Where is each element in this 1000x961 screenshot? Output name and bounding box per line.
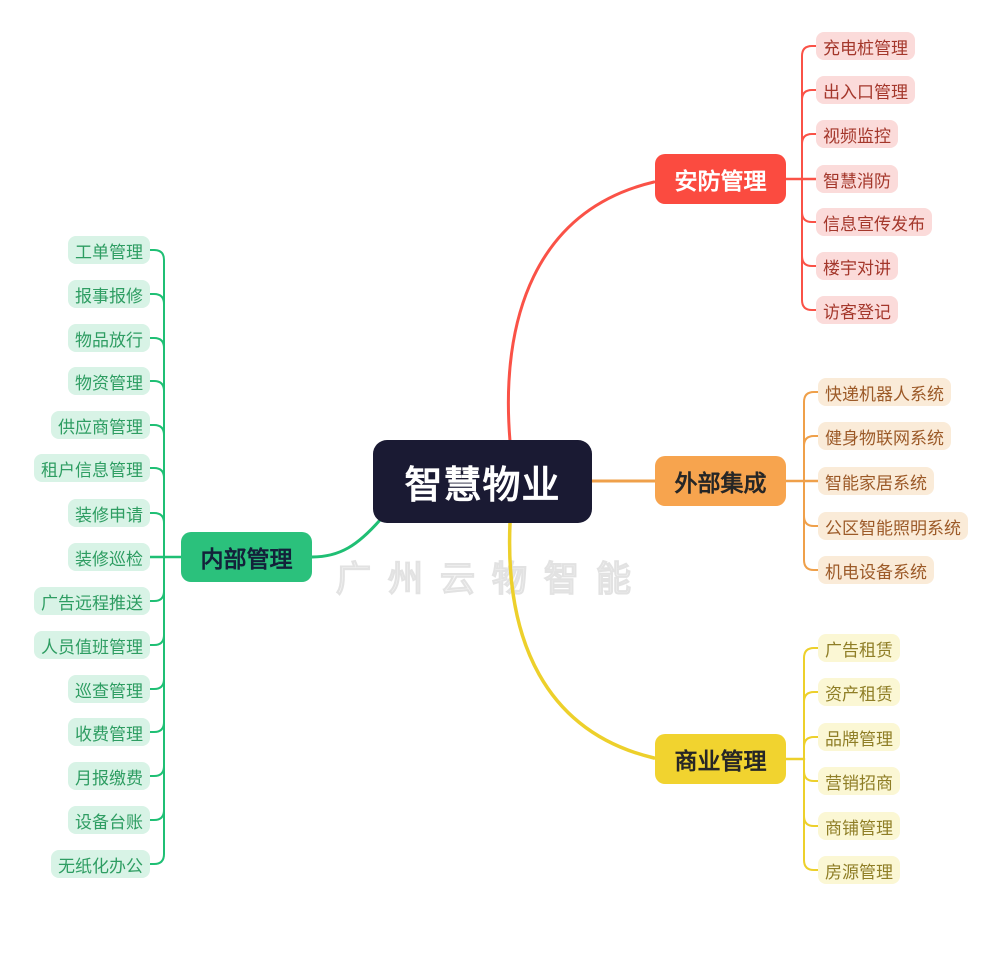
security-child-building-intercom[interactable]: 楼宇对讲 (816, 252, 898, 280)
internal-hook-line (149, 809, 165, 821)
internal-child-goods-release[interactable]: 物品放行 (68, 324, 150, 352)
business-hook-line (803, 736, 819, 748)
business-child-housing-management[interactable]: 房源管理 (818, 856, 900, 884)
external-child-delivery-robot-system[interactable]: 快递机器人系统 (818, 378, 951, 406)
internal-trunk-line (149, 249, 165, 865)
internal-hook-line (149, 424, 165, 436)
branch-node-internal[interactable]: 内部管理 (181, 532, 312, 582)
security-trunk-line (801, 45, 817, 311)
branch-node-security[interactable]: 安防管理 (655, 154, 786, 204)
center-to-security-line (506, 180, 656, 443)
internal-hook-line (149, 380, 165, 392)
external-hook-line (803, 435, 819, 447)
internal-child-supplier-management[interactable]: 供应商管理 (51, 411, 150, 439)
internal-hook-line (149, 678, 165, 690)
center-to-internal-line (310, 518, 382, 559)
security-hook-line (801, 255, 817, 267)
internal-hook-line (149, 337, 165, 349)
internal-child-renovation-inspection[interactable]: 装修巡检 (68, 543, 150, 571)
business-child-ad-leasing[interactable]: 广告租赁 (818, 634, 900, 662)
internal-child-work-order-management[interactable]: 工单管理 (68, 236, 150, 264)
external-child-fitness-iot-system[interactable]: 健身物联网系统 (818, 422, 951, 450)
business-child-brand-management[interactable]: 品牌管理 (818, 723, 900, 751)
internal-branch-lines (148, 249, 382, 865)
internal-hook-line (149, 512, 165, 524)
external-hook-line (803, 515, 819, 527)
internal-child-materials-management[interactable]: 物资管理 (68, 367, 150, 395)
branch-node-business[interactable]: 商业管理 (655, 734, 786, 784)
security-child-visitor-registration[interactable]: 访客登记 (816, 296, 898, 324)
external-trunk-line (803, 391, 819, 571)
security-hook-line (801, 133, 817, 145)
business-hook-line (803, 770, 819, 782)
internal-child-paperless-office[interactable]: 无纸化办公 (51, 850, 150, 878)
security-hook-line (801, 211, 817, 223)
internal-child-staff-duty-management[interactable]: 人员值班管理 (34, 631, 150, 659)
branch-node-external-integration[interactable]: 外部集成 (655, 456, 786, 506)
external-child-smart-home-system[interactable]: 智能家居系统 (818, 467, 934, 495)
external-child-public-area-lighting-system[interactable]: 公区智能照明系统 (818, 512, 968, 540)
business-child-marketing-investment[interactable]: 营销招商 (818, 767, 900, 795)
internal-hook-line (149, 590, 165, 602)
business-trunk-line (803, 647, 819, 871)
center-to-business-line (507, 521, 656, 760)
external-branch-lines (590, 391, 820, 571)
security-branch-lines (506, 45, 818, 443)
internal-child-monthly-billing[interactable]: 月报缴费 (68, 762, 150, 790)
internal-hook-line (149, 765, 165, 777)
internal-child-equipment-ledger[interactable]: 设备台账 (68, 806, 150, 834)
internal-hook-line (149, 293, 165, 305)
security-child-charging-pile-management[interactable]: 充电桩管理 (816, 32, 915, 60)
internal-child-patrol-management[interactable]: 巡查管理 (68, 675, 150, 703)
external-child-mechanical-equipment-system[interactable]: 机电设备系统 (818, 556, 934, 584)
business-branch-lines (507, 521, 819, 871)
watermark-text: 广州云物智能 (335, 560, 649, 600)
security-child-info-publishing[interactable]: 信息宣传发布 (816, 208, 932, 236)
central-topic-node[interactable]: 智慧物业 (373, 440, 592, 523)
business-child-shop-management[interactable]: 商铺管理 (818, 812, 900, 840)
internal-child-fee-management[interactable]: 收费管理 (68, 718, 150, 746)
internal-hook-line (149, 634, 165, 646)
security-child-entrance-exit-management[interactable]: 出入口管理 (816, 76, 915, 104)
internal-child-ad-remote-push[interactable]: 广告远程推送 (34, 587, 150, 615)
internal-child-renovation-application[interactable]: 装修申请 (68, 499, 150, 527)
internal-child-repair-report[interactable]: 报事报修 (68, 280, 150, 308)
business-hook-line (803, 691, 819, 703)
security-child-video-surveillance[interactable]: 视频监控 (816, 120, 898, 148)
business-hook-line (803, 815, 819, 827)
internal-hook-line (149, 467, 165, 479)
internal-hook-line (149, 721, 165, 733)
security-child-smart-fire-protection[interactable]: 智慧消防 (816, 165, 898, 193)
internal-child-tenant-info-management[interactable]: 租户信息管理 (34, 454, 150, 482)
business-child-asset-leasing[interactable]: 资产租赁 (818, 678, 900, 706)
security-hook-line (801, 89, 817, 101)
